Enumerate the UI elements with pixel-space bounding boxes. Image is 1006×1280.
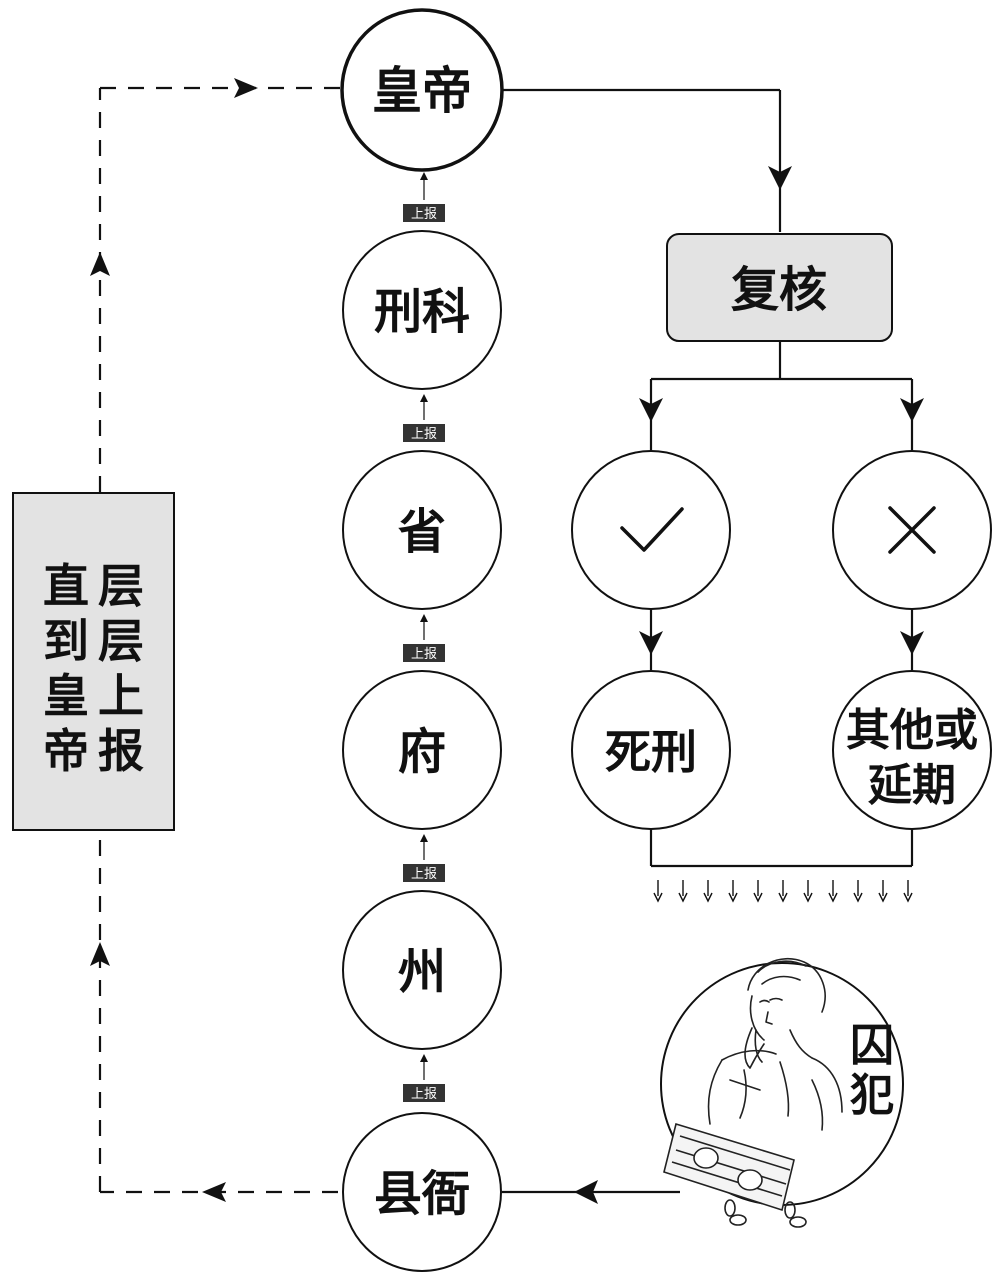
cangue-board (663, 1122, 795, 1212)
svg-text:刑科: 刑科 (374, 284, 470, 340)
loop-arrow-left (202, 1182, 226, 1202)
loop-arrow-up-lower (90, 942, 110, 966)
report-tag-prefecture: 上报 (403, 614, 445, 662)
side-char-5: 直 (43, 559, 89, 613)
svg-text:复核: 复核 (731, 262, 827, 318)
report-tag-province: 上报 (403, 394, 445, 442)
branch-arrow-left (639, 398, 663, 422)
side-char-8: 帝 (43, 724, 89, 778)
small-down-arrow (803, 880, 813, 903)
svg-text:其他或: 其他或 (846, 705, 978, 756)
branch-arrow-right (900, 398, 924, 422)
report-tag-ministry: 上报 (403, 172, 445, 222)
side-char-2: 层 (98, 614, 144, 668)
loop-arrow-right (234, 78, 258, 98)
small-down-arrow (753, 880, 763, 903)
prisoner-label-char-1: 囚 (850, 1020, 894, 1071)
node-county: 县衙 (342, 1112, 502, 1272)
side-char-3: 上 (98, 669, 144, 723)
side-char-1: 层 (98, 559, 144, 613)
side-char-6: 到 (43, 614, 89, 668)
approve-node (571, 450, 731, 610)
small-down-arrow (678, 880, 688, 903)
small-down-arrow (878, 880, 888, 903)
svg-text:上报: 上报 (411, 647, 437, 662)
small-down-arrow (728, 880, 738, 903)
prisoner-label-char-2: 犯 (850, 1070, 894, 1121)
review-branch-connector (649, 341, 914, 450)
prisoner-figure (707, 957, 843, 1131)
chain (724, 1199, 807, 1228)
small-down-arrow (853, 880, 863, 903)
svg-text:上报: 上报 (411, 1087, 437, 1102)
node-prefecture: 府 (342, 670, 502, 830)
node-emperor: 皇帝 (340, 8, 504, 172)
node-ministry: 刑科 (342, 230, 502, 390)
check-icon (620, 507, 684, 552)
sentence-rain-arrows (653, 880, 913, 903)
small-down-arrow (778, 880, 788, 903)
node-department: 州 (342, 890, 502, 1050)
other-or-delay-node: 其他或 延期 (832, 670, 992, 830)
review-arrow (768, 166, 792, 190)
small-down-arrow (903, 880, 913, 903)
side-box-col-right: 层 层 上 报 (98, 559, 144, 778)
svg-text:州: 州 (398, 944, 446, 1000)
small-down-arrow (653, 880, 663, 903)
svg-text:府: 府 (398, 724, 446, 780)
svg-text:上报: 上报 (411, 427, 437, 442)
emperor-to-review-connector (502, 88, 782, 232)
side-char-4: 报 (98, 724, 144, 778)
loop-arrow-up-upper (90, 252, 110, 276)
svg-text:延期: 延期 (868, 760, 956, 811)
prisoner-to-county-connector (502, 1180, 680, 1204)
side-char-7: 皇 (43, 669, 89, 723)
svg-text:省: 省 (398, 504, 446, 560)
cross-icon (888, 506, 936, 554)
report-tag-department: 上报 (403, 834, 445, 882)
svg-text:上报: 上报 (411, 867, 437, 882)
small-down-arrow (703, 880, 713, 903)
svg-text:县衙: 县衙 (374, 1166, 470, 1222)
death-sentence-node: 死刑 (571, 670, 731, 830)
side-box: 层 层 上 报 直 到 皇 帝 (12, 492, 175, 831)
small-down-arrow (828, 880, 838, 903)
outcome-arrow-right (900, 631, 924, 655)
prisoner-illustration: 囚 犯 (660, 957, 904, 1228)
review-box: 复核 (666, 233, 893, 342)
outcome-arrow-left (639, 631, 663, 655)
node-province: 省 (342, 450, 502, 610)
side-box-col-left: 直 到 皇 帝 (43, 559, 89, 778)
svg-text:皇帝: 皇帝 (372, 61, 472, 120)
reject-node (832, 450, 992, 610)
outcome-connectors (649, 609, 914, 670)
outcome-merge-bracket (649, 829, 914, 868)
svg-text:上报: 上报 (411, 207, 437, 222)
svg-text:死刑: 死刑 (605, 725, 697, 779)
report-tag-county: 上报 (403, 1054, 445, 1102)
